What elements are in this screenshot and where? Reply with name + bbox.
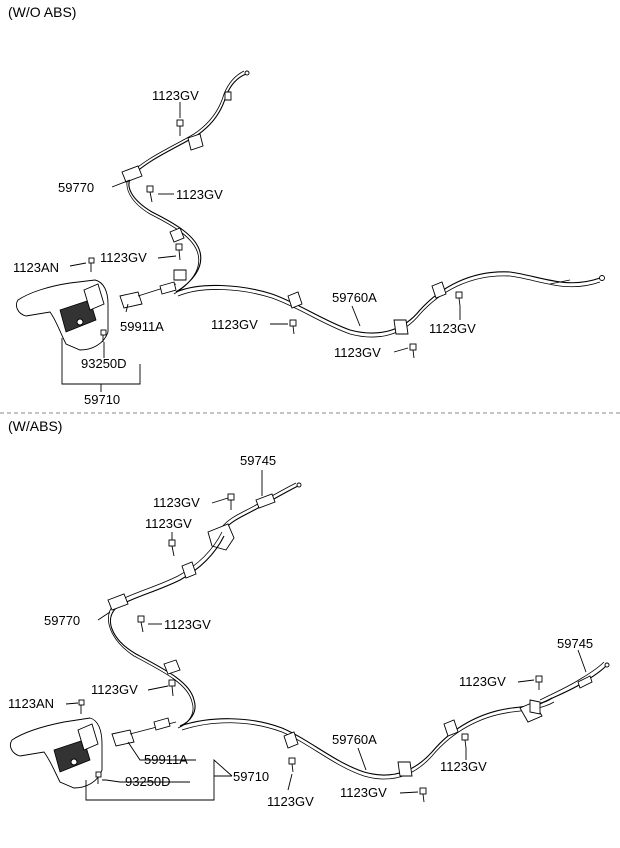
label-1123gv: 1123GV [334,345,381,360]
label-1123gv: 1123GV [152,88,199,103]
bolt-icon [535,675,543,690]
section-title-wo-abs: (W/O ABS) [8,4,76,20]
bolt-icon [168,679,176,697]
bolt-icon [289,319,297,335]
leader-lines-top [61,102,461,392]
bolt-icon [227,493,235,510]
bolt-icon [88,257,95,272]
label-59745: 59745 [557,636,593,651]
label-1123gv: 1123GV [340,785,387,800]
label-1123gv: 1123GV [459,674,506,689]
bolt-icon [168,539,176,557]
bolt-icon [137,615,145,633]
cable-59760a-bottom [179,697,555,780]
label-1123gv: 1123GV [164,617,211,632]
bolts-top [88,119,463,359]
label-1123an: 1123AN [13,260,59,275]
bolt-icon [176,119,184,136]
label-59911a: 59911A [144,752,188,767]
cable-59770-top [121,70,250,295]
label-59745: 59745 [240,453,276,468]
bolt-icon [146,185,154,203]
label-1123an: 1123AN [8,696,54,711]
bolt-icon [95,771,102,784]
label-93250d: 93250D [81,356,127,371]
label-1123gv: 1123GV [429,321,476,336]
bolt-icon [409,343,417,359]
cable-59745-left [207,482,302,551]
bolt-icon [461,733,469,749]
cable-59770-bottom [107,531,225,729]
label-59710: 59710 [84,392,120,407]
cable-59760a-top [175,271,605,338]
label-1123gv: 1123GV [91,682,138,697]
bolts-bottom [78,493,543,803]
parking-brake-lever-top [15,279,177,351]
label-1123gv: 1123GV [267,794,314,809]
bolt-icon [419,787,427,803]
bolt-icon [288,757,296,773]
bolt-icon [175,243,183,261]
bolt-icon [100,329,107,342]
bolt-icon [455,291,463,307]
cable-59745-right [519,661,610,723]
label-1123gv: 1123GV [100,250,147,265]
label-59760a: 59760A [332,732,377,747]
label-1123gv: 1123GV [145,516,192,531]
label-59710: 59710 [233,769,269,784]
section-title-w-abs: (W/ABS) [8,418,62,434]
label-1123gv: 1123GV [440,759,487,774]
label-93250d: 93250D [125,774,171,789]
label-59770: 59770 [44,613,80,628]
label-1123gv: 1123GV [153,495,200,510]
leader-lines-bottom [65,470,587,801]
label-59770: 59770 [58,180,94,195]
parking-brake-lever-bottom [9,717,177,789]
label-1123gv: 1123GV [176,187,223,202]
label-59760a: 59760A [332,290,377,305]
label-59911a: 59911A [120,319,164,334]
label-1123gv: 1123GV [211,317,258,332]
bolt-icon [78,699,85,714]
